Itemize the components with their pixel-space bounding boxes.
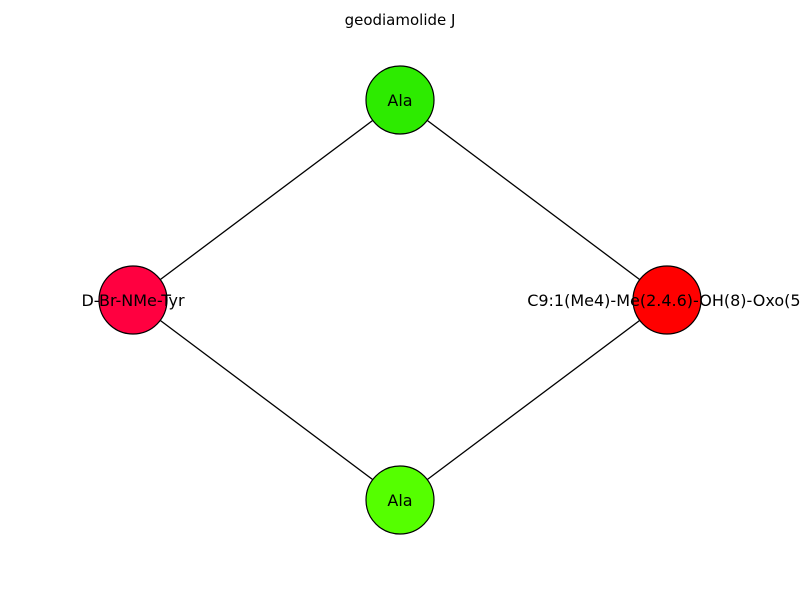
node-label: C9:1(Me4)-Me(2.4.6)-OH(8)-Oxo(5) bbox=[527, 291, 800, 310]
node-2: Ala bbox=[365, 465, 435, 535]
node-3: D-Br-NMe-Tyr bbox=[81, 265, 185, 335]
edge-n1-n2 bbox=[399, 299, 668, 501]
node-circle bbox=[365, 465, 435, 535]
node-label: Ala bbox=[387, 491, 412, 510]
node-label: Ala bbox=[387, 91, 412, 110]
node-circle bbox=[98, 265, 168, 335]
diagram-title: geodiamolide J bbox=[344, 11, 456, 29]
edge-n2-n3 bbox=[132, 299, 401, 501]
node-0: Ala bbox=[365, 65, 435, 135]
edge-n0-n1 bbox=[399, 99, 668, 301]
node-label: D-Br-NMe-Tyr bbox=[81, 291, 185, 310]
edge-n3-n0 bbox=[132, 99, 401, 301]
node-circle bbox=[365, 65, 435, 135]
node-1: C9:1(Me4)-Me(2.4.6)-OH(8)-Oxo(5) bbox=[527, 265, 800, 335]
node-circle bbox=[632, 265, 702, 335]
